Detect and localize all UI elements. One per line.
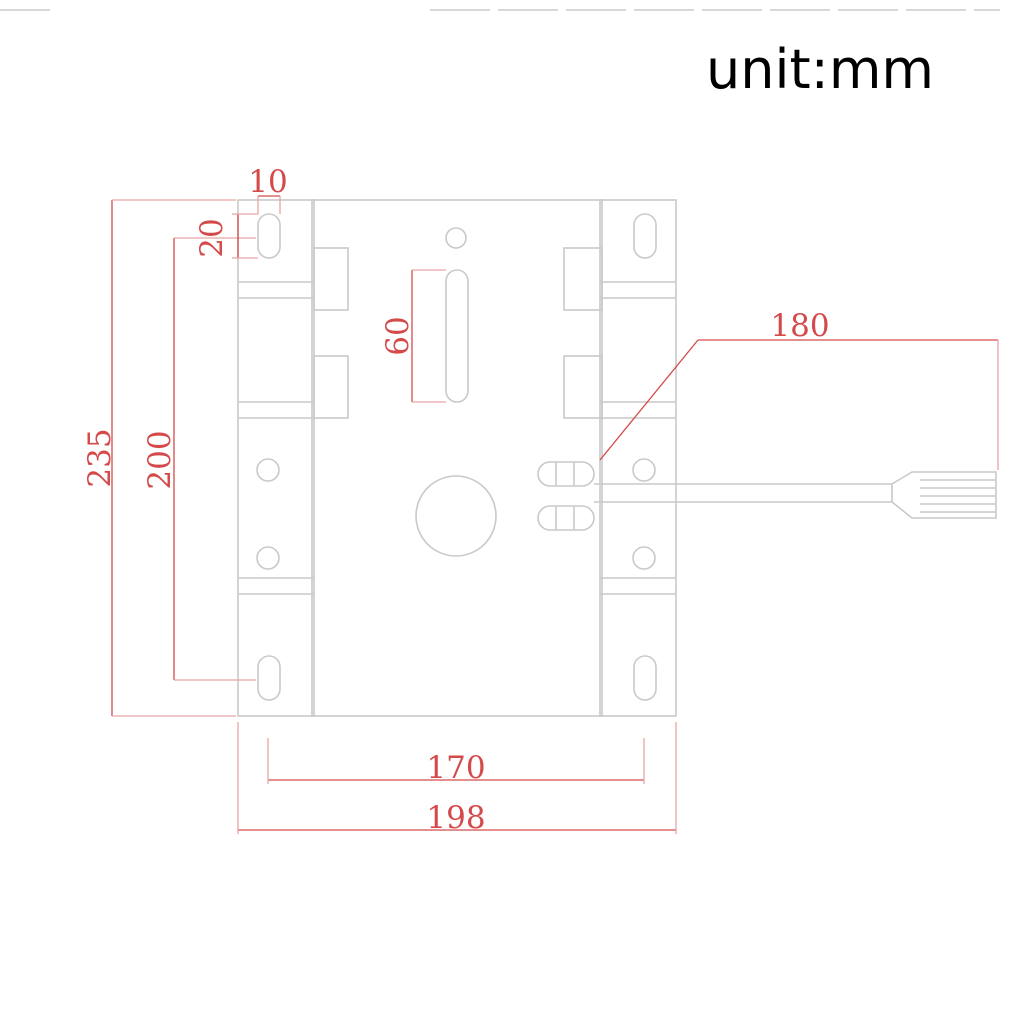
left-tab-lower xyxy=(313,355,349,419)
slot-bottom-left xyxy=(257,655,281,701)
dim-hole-span-height: 200 xyxy=(142,430,178,489)
dim-overall-width: 198 xyxy=(426,800,485,836)
dimension-lines xyxy=(111,195,999,834)
lever-pivot-upper xyxy=(537,461,595,487)
hole-left-lower xyxy=(256,546,280,570)
lever-handle xyxy=(891,471,997,519)
dim-slot-length: 20 xyxy=(194,218,230,257)
hole-right-upper xyxy=(632,458,656,482)
dim-hole-span-width: 170 xyxy=(426,750,485,786)
right-tab-upper xyxy=(563,247,603,311)
dim-lever-length: 180 xyxy=(770,308,829,344)
dim-center-slot-length: 60 xyxy=(380,316,416,355)
plate-outline xyxy=(237,199,997,717)
plate-body xyxy=(311,199,603,717)
slot-top-right xyxy=(633,213,657,259)
lever-pivot-lower xyxy=(537,505,595,531)
center-bore xyxy=(415,475,497,557)
unit-label: unit:mm xyxy=(706,38,935,101)
dim-overall-height: 235 xyxy=(82,428,118,487)
dimension-labels: 235 200 10 20 60 180 170 198 xyxy=(82,164,830,836)
center-slot xyxy=(445,269,469,403)
dim-slot-width: 10 xyxy=(248,164,287,200)
slot-bottom-right xyxy=(633,655,657,701)
right-tab-lower xyxy=(563,355,603,419)
slot-top-left xyxy=(257,213,281,259)
left-tab-upper xyxy=(313,247,349,311)
left-rail xyxy=(237,199,315,717)
cropped-top-edge xyxy=(0,0,1024,11)
hole-top-center xyxy=(445,227,467,249)
hole-left-upper xyxy=(256,458,280,482)
hole-right-lower xyxy=(632,546,656,570)
right-rail xyxy=(599,199,677,717)
